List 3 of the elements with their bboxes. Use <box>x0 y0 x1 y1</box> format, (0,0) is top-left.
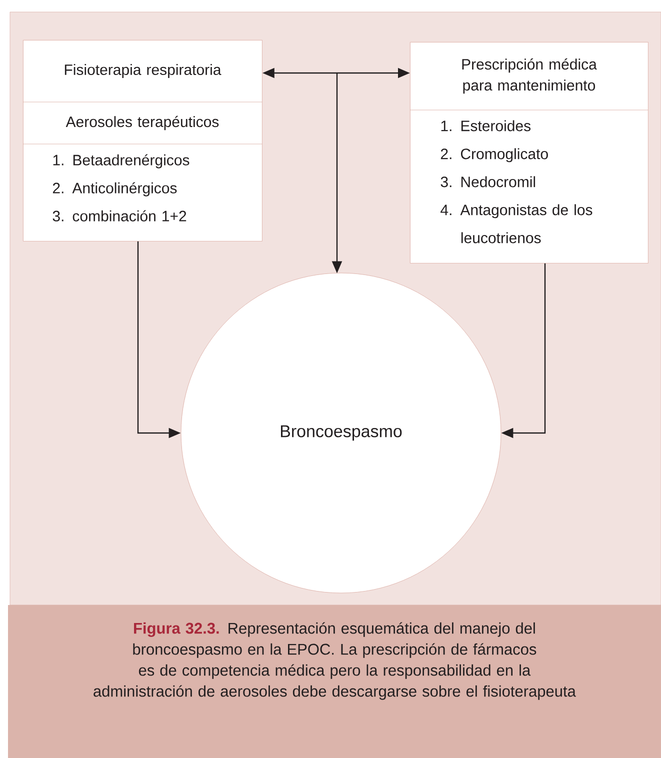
text-box: Fisioterapia respiratoria Aerosoles terapéuticos 1. Betaadrenérgicos 2. Anticolinérgicos 3. combinación 1+2 <box>22 40 262 242</box>
caption: Figura 32.3. Representación esquemática del manejo del broncoespasmo en la EPOC. La prescripción de fármacos es de competencia médica pero la responsabilidad en la administración de aerosoles debe descargarse sobre el fisioterapeuta <box>94 622 576 700</box>
text-box: Prescripción médica para mantenimiento 1. Esteroides 2. Cromoglicato 3. Nedocromil 4. Antagonistas de los leucotrienos <box>410 42 648 264</box>
